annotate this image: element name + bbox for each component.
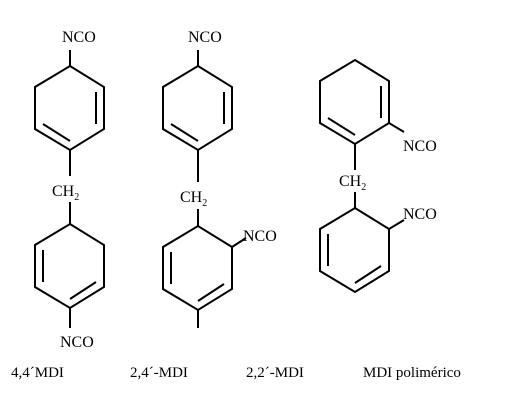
nco-group: NCO <box>403 138 437 155</box>
caption-4-4-mdi: 4,4´MDI <box>11 365 64 381</box>
benzene-ring <box>319 206 405 294</box>
benzene-ring <box>34 222 105 328</box>
ch2-group: CH2 <box>52 183 79 203</box>
ch2-group: CH2 <box>339 173 366 193</box>
nco-group: NCO <box>403 206 437 223</box>
nco-group: NCO <box>243 228 277 245</box>
caption-polymeric-mdi: MDI polimérico <box>363 365 461 381</box>
nco-group: NCO <box>62 29 96 46</box>
structure-4-4-mdi: NCO CH2 NCO <box>34 29 105 351</box>
nco-group: NCO <box>60 334 94 351</box>
benzene-ring <box>162 224 247 328</box>
caption-2-4-mdi: 2,4´-MDI <box>130 365 188 381</box>
benzene-ring <box>319 58 405 146</box>
structure-2-2-mdi: NCO CH2 NCO <box>319 58 437 294</box>
nco-group: NCO <box>188 29 222 46</box>
caption-2-2-mdi: 2,2´-MDI <box>246 365 304 381</box>
benzene-ring <box>162 50 233 152</box>
ch2-group: CH2 <box>180 189 207 209</box>
benzene-ring <box>34 50 105 152</box>
structure-2-4-mdi: NCO CH2 NCO <box>162 29 277 328</box>
